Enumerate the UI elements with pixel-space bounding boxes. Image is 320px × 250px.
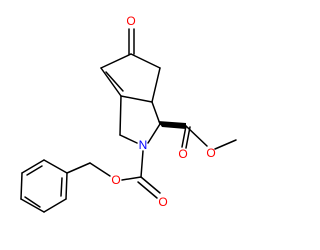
bond-c3-n bbox=[119, 134, 138, 144]
ketone-group bbox=[128, 28, 135, 55]
bond-ester-c-o-carbonyl bbox=[181, 125, 187, 148]
bond-carbamate-c-o-carbonyl bbox=[140, 176, 161, 194]
bond-n-c1 bbox=[147, 123, 161, 144]
bond-ester-c-o-carbonyl-double bbox=[185, 126, 191, 149]
bond-c3a-c3 bbox=[119, 95, 122, 136]
phenyl-ring bbox=[20, 159, 68, 213]
phenyl-bond-2 bbox=[43, 198, 67, 213]
phenyl-bond-4 bbox=[20, 172, 23, 200]
bond-ch2-phenyl bbox=[66, 162, 91, 174]
bond-c5-c6 bbox=[130, 53, 161, 69]
bond-n-carbamate-c bbox=[140, 150, 144, 178]
carbamate-ether-oxygen-label: O bbox=[111, 173, 120, 187]
bond-c6-c6a bbox=[151, 67, 161, 103]
phenyl-inner-bond-1 bbox=[60, 177, 63, 197]
bond-c4-c3a bbox=[100, 67, 122, 97]
bond-c3a-c6a bbox=[120, 95, 153, 103]
phenyl-inner-bond-2 bbox=[24, 196, 41, 208]
pyrrolidine-ring bbox=[119, 95, 161, 144]
bond-carbamate-c-o-ether bbox=[121, 176, 142, 181]
bond-c5-c4 bbox=[100, 53, 132, 69]
phenyl-bond-1 bbox=[65, 172, 68, 200]
cyclopentenone-ring bbox=[100, 53, 161, 103]
ester-carbonyl-oxygen-label: O bbox=[178, 147, 187, 161]
ring-nitrogen-label: N bbox=[139, 138, 148, 152]
carbamate-group bbox=[66, 150, 161, 199]
structure-diagram: O N O O O O bbox=[20, 14, 237, 213]
ketone-oxygen-label: O bbox=[126, 14, 135, 28]
bond-carbamate-c-o-carbonyl-double bbox=[137, 181, 158, 199]
wedge-bond-c1-ester bbox=[158, 121, 186, 129]
ester-ether-oxygen-label: O bbox=[206, 146, 215, 160]
carbamate-carbonyl-oxygen-label: O bbox=[158, 195, 167, 209]
atom-labels: O N O O O O bbox=[111, 14, 215, 209]
phenyl-inner-bond-3 bbox=[26, 165, 43, 176]
bond-o-methyl bbox=[214, 139, 237, 150]
bond-ester-c-o-ether bbox=[185, 125, 208, 147]
phenyl-bond-5 bbox=[21, 159, 45, 174]
bond-c6a-c1 bbox=[151, 101, 161, 125]
phenyl-bond-3 bbox=[20, 198, 45, 213]
bond-c4-c3a-double bbox=[105, 71, 124, 92]
methyl-ester-group bbox=[158, 121, 237, 150]
phenyl-bond-6 bbox=[43, 159, 68, 174]
bond-o-benzylic-ch2 bbox=[89, 162, 111, 177]
